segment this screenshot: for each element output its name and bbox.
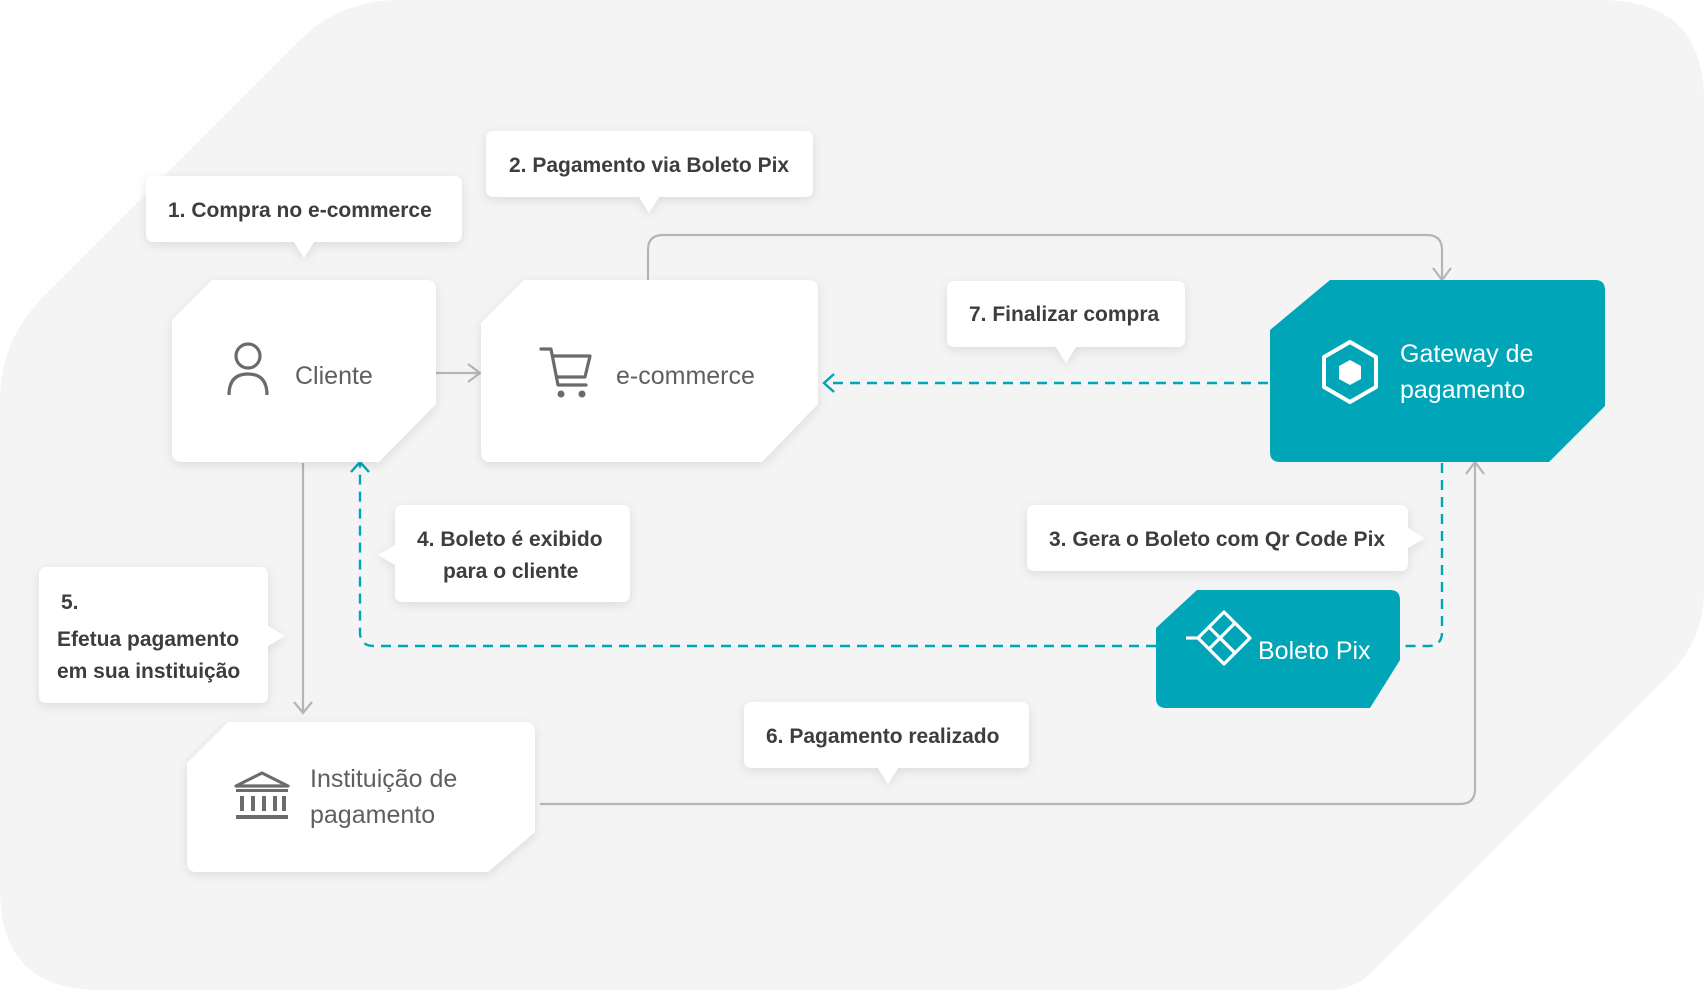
arrow-boleto-to-cliente [358, 464, 1156, 648]
cart-wheel-left [557, 390, 565, 398]
node-boleto-pix-label: Boleto Pix [1258, 637, 1371, 665]
person-icon [227, 342, 269, 396]
cube-icon [1322, 340, 1378, 404]
node-boleto-pix: Boleto Pix [1156, 590, 1400, 708]
callout-step-6 [744, 702, 1029, 784]
pix-icon [1186, 610, 1252, 666]
callout-step-3-text: 3. Gera o Boleto com Qr Code Pix [1049, 528, 1385, 551]
arrow-cliente-to-ecommerce [436, 363, 482, 383]
callout-step-2 [486, 131, 813, 213]
callout-step-1 [146, 176, 462, 258]
callout-step-4-text-line1: 4. Boleto é exibido [417, 528, 603, 551]
cart-wheel-right [578, 390, 586, 398]
node-ecommerce-label: e-commerce [616, 362, 755, 390]
node-cliente: Cliente [172, 280, 436, 462]
callout-step-2-text: 2. Pagamento via Boleto Pix [509, 154, 789, 177]
callout-step-3 [1027, 505, 1425, 571]
node-instituicao-label-line1: Instituição de [310, 765, 457, 793]
node-instituicao: Instituição de pagamento [187, 722, 535, 872]
node-gateway-label-line2: pagamento [1400, 376, 1525, 404]
callout-step-5-text-line2: em sua instituição [57, 660, 240, 683]
node-ecommerce: e-commerce [481, 280, 818, 462]
callout-step-6-text: 6. Pagamento realizado [766, 725, 999, 748]
arrowhead-gateway-to-ecommerce [822, 373, 835, 393]
callout-step-5-number: 5. [61, 591, 79, 614]
shopping-cart-icon [539, 347, 592, 387]
arrow-gateway-to-boleto [1400, 463, 1444, 648]
callout-step-5 [39, 567, 285, 703]
callout-step-5-text-line1: Efetua pagamento [57, 628, 239, 651]
callout-step-7-text: 7. Finalizar compra [969, 303, 1160, 326]
callout-step-1-text: 1. Compra no e-commerce [168, 199, 432, 222]
node-gateway-label-line1: Gateway de [1400, 340, 1533, 368]
bank-icon [234, 771, 290, 819]
callout-step-7 [947, 281, 1185, 363]
node-gateway: Gateway de pagamento [1270, 280, 1605, 462]
node-instituicao-label-line2: pagamento [310, 801, 435, 829]
arrow-cliente-to-instituicao [293, 463, 313, 715]
callout-step-4-text-line2: para o cliente [443, 560, 578, 583]
callout-step-4 [378, 505, 630, 602]
node-cliente-label: Cliente [295, 362, 373, 390]
